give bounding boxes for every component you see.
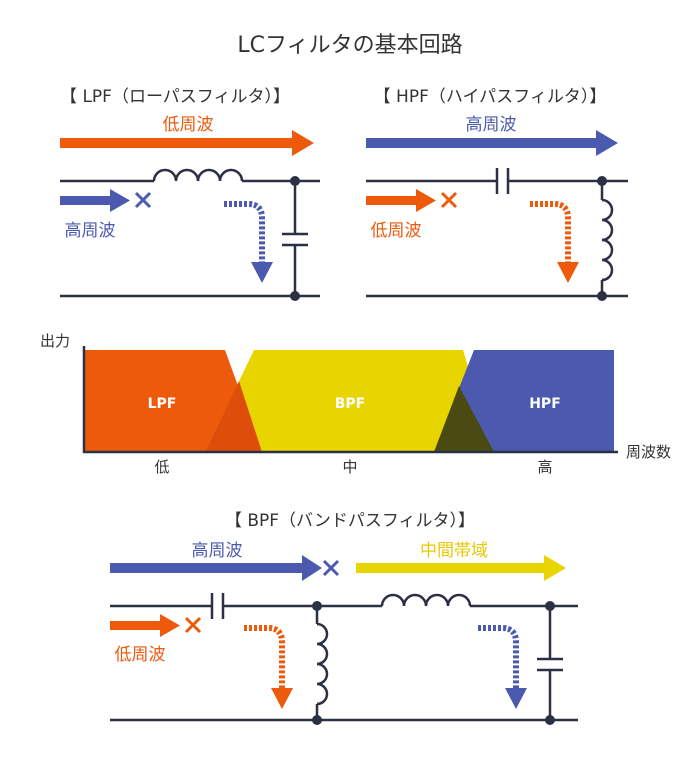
hpf-heading: 【 HPF（ハイパスフィルタ）】 <box>374 87 607 107</box>
lpf-blocked-arrow <box>60 189 130 212</box>
hpf-pass-arrow <box>366 130 618 156</box>
tick-high: 高 <box>537 458 552 476</box>
hpf-blocked-label: 低周波 <box>371 221 422 241</box>
response-chart: 出力 LPF BPF HPF 周波数 低 中 高 <box>40 332 671 476</box>
hpf-band-label: HPF <box>529 396 561 412</box>
bpf-low-ground-arrow <box>244 625 293 709</box>
bpf-low-arrow <box>110 614 180 637</box>
cross-icon <box>184 616 202 634</box>
bpf-node-2-top <box>545 601 555 611</box>
bpf-section: 【 BPF（バンドパスフィルタ）】 高周波 中間帯域 <box>110 511 578 725</box>
bpf-node-2-bottom <box>545 715 555 725</box>
bpf-inductor-shunt <box>316 622 329 706</box>
lpf-node-bottom <box>290 291 300 301</box>
hpf-pass-label: 高周波 <box>466 115 517 135</box>
bpf-high-ground-arrow <box>478 625 527 709</box>
lpf-bpf-overlap <box>205 381 262 452</box>
cross-icon <box>322 559 340 577</box>
bpf-node-1-top <box>312 601 322 611</box>
bpf-hpf-overlap <box>434 386 494 452</box>
hpf-node-top <box>597 176 607 186</box>
hpf-section: 【 HPF（ハイパスフィルタ）】 高周波 低周波 <box>366 87 628 301</box>
bpf-band <box>205 350 494 452</box>
hpf-ground-arrow <box>530 201 579 283</box>
lpf-pass-label: 低周波 <box>163 115 214 135</box>
response-xlabel: 周波数 <box>626 443 671 461</box>
bpf-band-label: BPF <box>335 396 366 412</box>
lpf-ground-arrow <box>224 201 273 283</box>
lpf-blocked-label: 高周波 <box>65 221 116 241</box>
lpf-inductor <box>152 168 244 182</box>
hpf-node-bottom <box>597 291 607 301</box>
bpf-high-arrow <box>110 555 322 581</box>
tick-mid: 中 <box>342 458 357 476</box>
response-ylabel: 出力 <box>40 332 70 350</box>
bpf-inductor-series <box>380 593 472 607</box>
lpf-pass-arrow <box>60 130 314 156</box>
lpf-section: 【 LPF（ローパスフィルタ）】 低周波 高周波 <box>60 87 320 301</box>
bpf-circuit <box>110 593 578 722</box>
hpf-circuit <box>366 168 628 298</box>
bpf-heading: 【 BPF（バンドパスフィルタ）】 <box>225 511 475 531</box>
lpf-band-label: LPF <box>148 396 177 412</box>
cross-icon <box>440 191 458 209</box>
page-title: LCフィルタの基本回路 <box>237 33 462 58</box>
lpf-node-top <box>290 176 300 186</box>
bpf-mid-label: 中間帯域 <box>420 541 488 561</box>
hpf-blocked-arrow <box>366 189 436 212</box>
lpf-circuit <box>60 168 320 298</box>
hpf-inductor <box>601 198 614 282</box>
bpf-low-label: 低周波 <box>115 645 166 665</box>
tick-low: 低 <box>154 458 169 476</box>
lpf-heading: 【 LPF（ローパスフィルタ）】 <box>60 87 290 107</box>
bpf-high-label: 高周波 <box>192 541 243 561</box>
bpf-mid-arrow <box>356 555 566 581</box>
cross-icon <box>134 191 152 209</box>
bpf-node-1-bottom <box>312 715 322 725</box>
